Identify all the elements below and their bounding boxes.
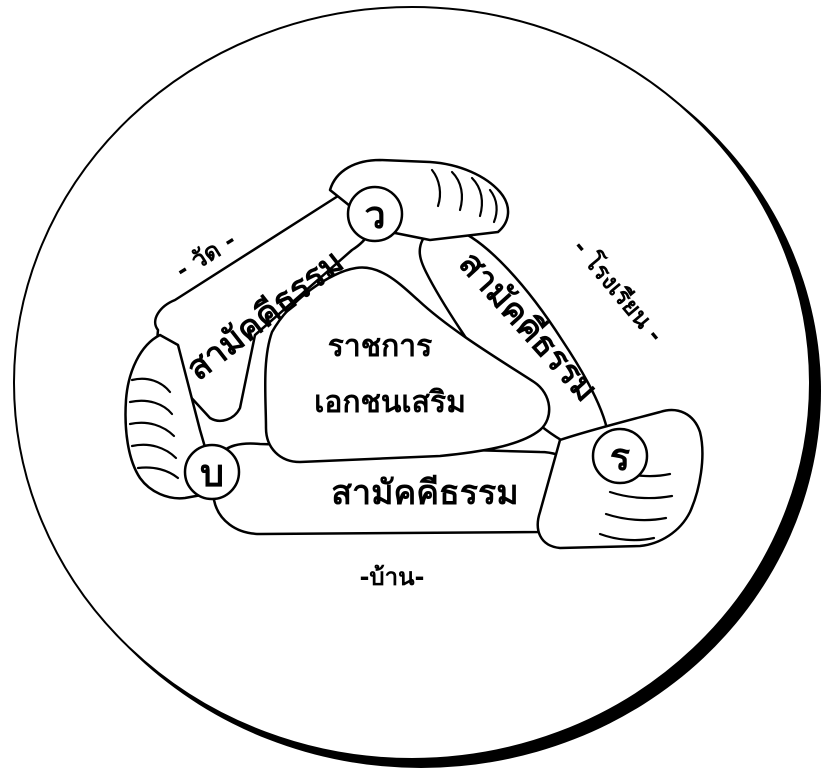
letter-circle-left: บ bbox=[185, 445, 239, 499]
center-line-2: เอกชนเสริม bbox=[314, 385, 466, 420]
letter-wat: ว bbox=[364, 193, 385, 237]
bottom-arm-label: สามัคคีธรรม bbox=[331, 473, 518, 513]
home-label: -บ้าน- bbox=[359, 563, 424, 591]
letter-rong: ร bbox=[610, 435, 631, 479]
letter-circle-right: ร bbox=[593, 429, 647, 483]
center-line-1: ราชการ bbox=[328, 329, 432, 364]
letter-circle-top: ว bbox=[348, 187, 402, 241]
letter-baan: บ bbox=[200, 451, 224, 495]
